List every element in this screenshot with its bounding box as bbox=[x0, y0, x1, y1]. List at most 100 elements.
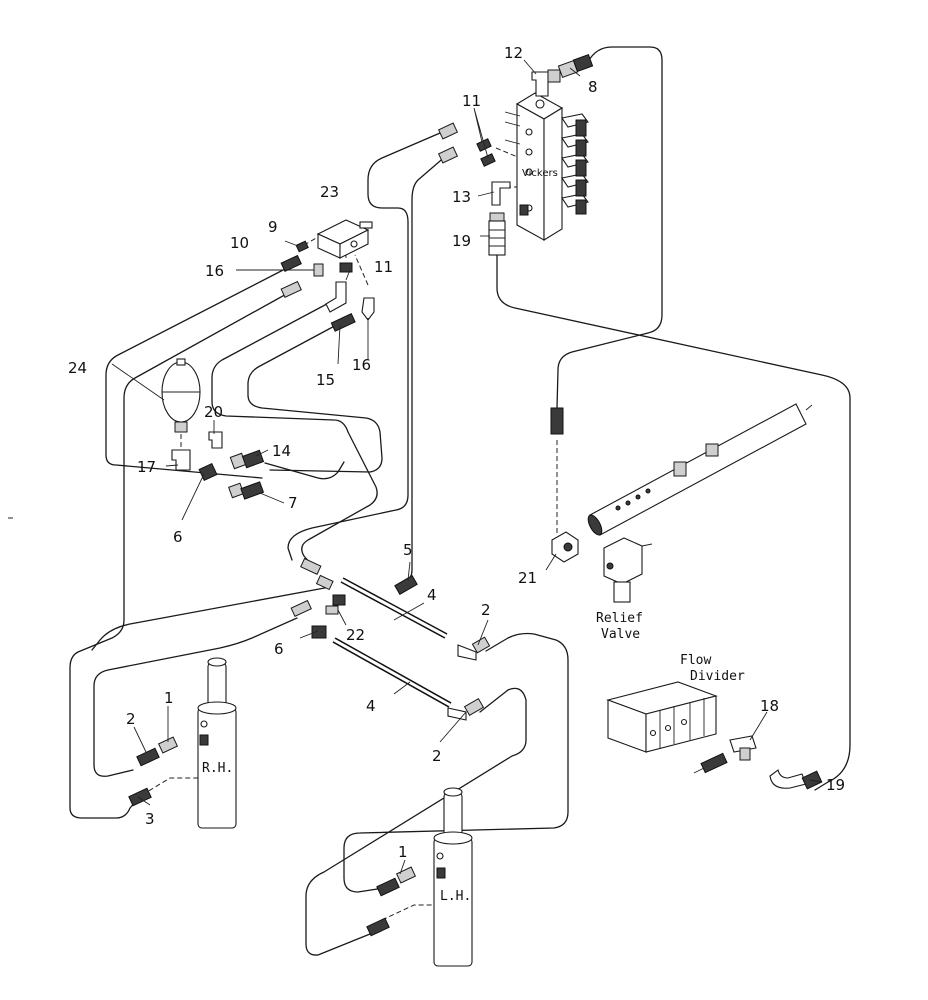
block-23 bbox=[316, 219, 373, 259]
callout-8: 8 bbox=[588, 78, 598, 96]
elbow-20 bbox=[208, 431, 223, 449]
fitting-flow-divider-left bbox=[693, 752, 728, 774]
pipe-4-upper bbox=[340, 577, 448, 639]
elbow-under-23 bbox=[325, 281, 347, 313]
cylinder-lh: L.H. bbox=[433, 787, 473, 967]
relief-hose-end bbox=[550, 407, 564, 435]
callout-14: 14 bbox=[272, 442, 291, 460]
cylinder-rh: R.H. bbox=[197, 657, 237, 829]
cylinder-lh-label: L.H. bbox=[440, 889, 471, 904]
hose-22-to-lh bbox=[91, 586, 331, 651]
spool-section bbox=[561, 153, 589, 168]
dash-lh-port bbox=[381, 895, 443, 921]
tee-6-upper bbox=[198, 462, 218, 482]
valve-port bbox=[525, 128, 533, 136]
rh-fittings bbox=[128, 736, 179, 807]
fitting-14 bbox=[229, 449, 265, 470]
spool-end bbox=[575, 179, 587, 197]
flow-divider-label-1: Flow bbox=[680, 653, 711, 668]
vickers-valve-bank: Vickers bbox=[504, 92, 589, 241]
callout-16-right: 16 bbox=[352, 356, 371, 374]
rail-pipe bbox=[587, 403, 813, 536]
hose-valve-to-relief bbox=[556, 46, 663, 409]
hose-ends-valve-left bbox=[437, 122, 496, 167]
callout-1-rh: 1 bbox=[164, 689, 174, 707]
hose-10-to-rh-lower bbox=[105, 267, 288, 479]
spool-section bbox=[561, 173, 589, 188]
fitting-19-lower bbox=[769, 769, 823, 790]
callout-11-valve: 11 bbox=[462, 92, 481, 110]
lh-fittings bbox=[366, 866, 417, 937]
spool-end bbox=[575, 199, 587, 215]
hose-16-to-left bbox=[69, 291, 291, 819]
fitting-15 bbox=[330, 313, 356, 332]
leader-lines bbox=[111, 59, 823, 875]
callout-numbers: 12 8 11 13 19 23 9 10 16 11 15 16 24 20 … bbox=[68, 44, 845, 861]
elbow-17 bbox=[171, 449, 191, 471]
fitting-7 bbox=[228, 481, 265, 500]
callout-19-lower: 19 bbox=[826, 776, 845, 794]
flow-divider: Flow Divider bbox=[606, 653, 745, 753]
spool-section bbox=[561, 193, 589, 208]
spool-end bbox=[575, 119, 587, 137]
fitting-10 bbox=[280, 254, 302, 272]
fitting-5 bbox=[394, 574, 418, 596]
hose-valve-to-4 bbox=[405, 154, 448, 583]
hose-2-loop-lower bbox=[305, 687, 527, 956]
valve-port bbox=[525, 168, 533, 176]
valve-brand-label: Vickers bbox=[522, 168, 558, 179]
callout-5: 5 bbox=[403, 541, 413, 559]
fitting-16-left bbox=[313, 263, 324, 277]
callout-3: 3 bbox=[145, 810, 155, 828]
callout-2-rh: 2 bbox=[126, 710, 136, 728]
hose-23-loop bbox=[211, 297, 378, 573]
elbow-2-upper bbox=[457, 636, 491, 661]
valve-port bbox=[535, 99, 545, 109]
callout-1-lh: 1 bbox=[398, 843, 408, 861]
callout-6-lower: 6 bbox=[274, 640, 284, 658]
valve-fitting bbox=[519, 204, 529, 216]
hose-15-loop bbox=[247, 321, 383, 473]
elbow-13 bbox=[491, 181, 511, 206]
callout-19-strainer: 19 bbox=[452, 232, 471, 250]
pipe-4-lower bbox=[332, 637, 452, 708]
tee-18 bbox=[729, 735, 757, 761]
callout-18: 18 bbox=[760, 697, 779, 715]
elbow-12 bbox=[531, 69, 561, 97]
callout-21: 21 bbox=[518, 569, 537, 587]
hose-lines bbox=[69, 46, 851, 956]
relief-valve-label-2: Valve bbox=[601, 627, 640, 642]
hose-valve-to-flow-divider bbox=[496, 254, 851, 791]
hose-2-loop-right bbox=[343, 632, 569, 893]
valve-side-lines bbox=[504, 111, 521, 145]
callout-24: 24 bbox=[68, 359, 87, 377]
callout-20: 20 bbox=[204, 403, 223, 421]
fitting-11-valve-b bbox=[480, 153, 496, 167]
dash-16-to-23 bbox=[354, 254, 369, 286]
hose-valve-to-5 bbox=[287, 129, 448, 561]
center-fittings bbox=[290, 557, 346, 639]
valve-21 bbox=[551, 531, 579, 563]
valve-port bbox=[525, 148, 533, 156]
valve-body-side bbox=[543, 107, 563, 241]
spool-section bbox=[561, 133, 589, 148]
fitting-8 bbox=[557, 53, 594, 79]
relief-valve: Relief Valve bbox=[596, 537, 653, 642]
callout-4-lower: 4 bbox=[366, 697, 376, 715]
callout-7: 7 bbox=[288, 494, 298, 512]
callout-13: 13 bbox=[452, 188, 471, 206]
callout-6-upper: 6 bbox=[173, 528, 183, 546]
cylinder-rh-label: R.H. bbox=[202, 761, 233, 776]
elbow-2-lower bbox=[447, 697, 485, 721]
hose-end-left-23 bbox=[280, 280, 302, 298]
tee-22 bbox=[332, 594, 346, 606]
callout-16-left: 16 bbox=[205, 262, 224, 280]
relief-valve-label-1: Relief bbox=[596, 611, 643, 626]
callout-15: 15 bbox=[316, 371, 335, 389]
strainer-19 bbox=[488, 212, 506, 256]
accumulator-24 bbox=[161, 358, 201, 433]
fitting-11-block bbox=[339, 262, 353, 273]
dash-rh-port bbox=[141, 769, 205, 796]
callout-9: 9 bbox=[268, 218, 278, 236]
dash-valve-11 bbox=[495, 147, 521, 159]
